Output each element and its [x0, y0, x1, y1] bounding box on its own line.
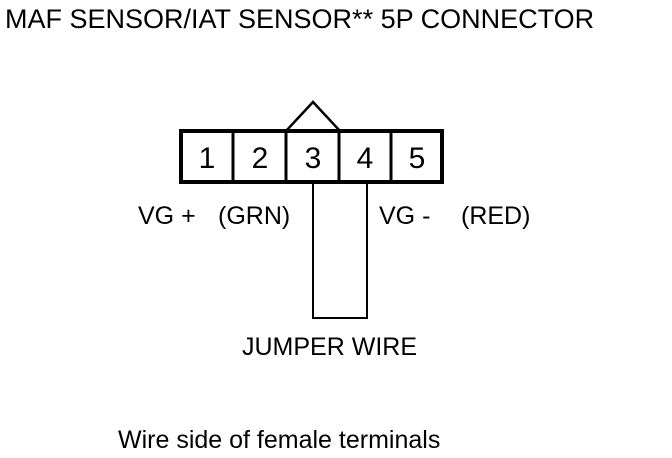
diagram-title: MAF SENSOR/IAT SENSOR** 5P CONNECTOR [5, 4, 594, 34]
locking-tab [285, 100, 341, 132]
jumper-wire [312, 182, 368, 319]
pin-number-4: 4 [357, 142, 374, 175]
label-vg-plus: VG + [138, 202, 196, 230]
diagram-caption: Wire side of female terminals [118, 426, 440, 454]
connector-body [179, 129, 444, 184]
label-vg-plus-color: (GRN) [218, 202, 290, 230]
pin-dividers [231, 131, 393, 182]
pin-numbers: 1 2 3 4 5 [199, 142, 426, 175]
label-vg-minus: VG - [379, 202, 430, 230]
pin-number-2: 2 [252, 142, 269, 175]
pin-number-5: 5 [409, 142, 426, 175]
pin-number-3: 3 [305, 142, 322, 175]
pin-number-1: 1 [199, 142, 216, 175]
label-jumper-wire: JUMPER WIRE [242, 333, 417, 361]
label-vg-minus-color: (RED) [461, 202, 530, 230]
